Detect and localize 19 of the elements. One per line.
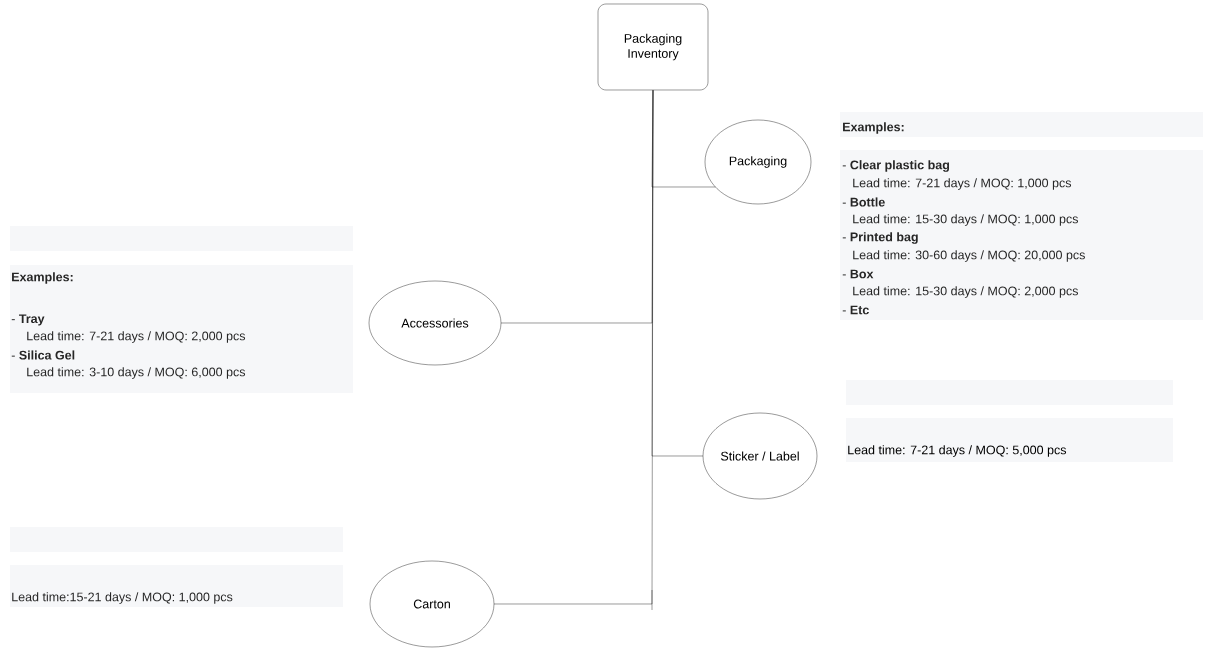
item-name: - Etc bbox=[842, 305, 869, 315]
lead-time-text: Lead time: 3-10 days / MOQ: 6,000 pcs bbox=[27, 367, 246, 379]
item-name: - Tray bbox=[11, 314, 45, 326]
item-name: - Silica Gel bbox=[11, 350, 75, 360]
item-name: - Box bbox=[842, 269, 874, 279]
lead-time-text: Lead time: 15-30 days / MOQ: 1,000 pcs bbox=[853, 214, 1078, 226]
lead-time-text: Lead time: 15-30 days / MOQ: 2,000 pcs bbox=[853, 286, 1078, 298]
item-name: - Printed bag bbox=[842, 232, 918, 244]
connector-line bbox=[493, 90, 654, 605]
item-name: - Clear plastic bag bbox=[842, 160, 950, 172]
process-box: Packaging Inventory bbox=[597, 3, 709, 91]
example-heading: Examples: bbox=[12, 272, 73, 284]
lead-time-text: Lead time: 30-60 days / MOQ: 20,000 pcs bbox=[853, 250, 1085, 262]
item-name: - Bottle bbox=[842, 197, 885, 207]
lead-time-text: Lead time: 7-21 days / MOQ: 1,000 pcs bbox=[853, 178, 1072, 190]
lead-time-text: Lead time: 7-21 days / MOQ: 5,000 pcs bbox=[848, 445, 1067, 457]
example-heading: Examples: bbox=[843, 122, 904, 134]
lead-time-text: Lead time: 7-21 days / MOQ: 2,000 pcs bbox=[27, 331, 246, 343]
lead-time-text: Lead time:15-21 days / MOQ: 1,000 pcs bbox=[12, 592, 233, 604]
